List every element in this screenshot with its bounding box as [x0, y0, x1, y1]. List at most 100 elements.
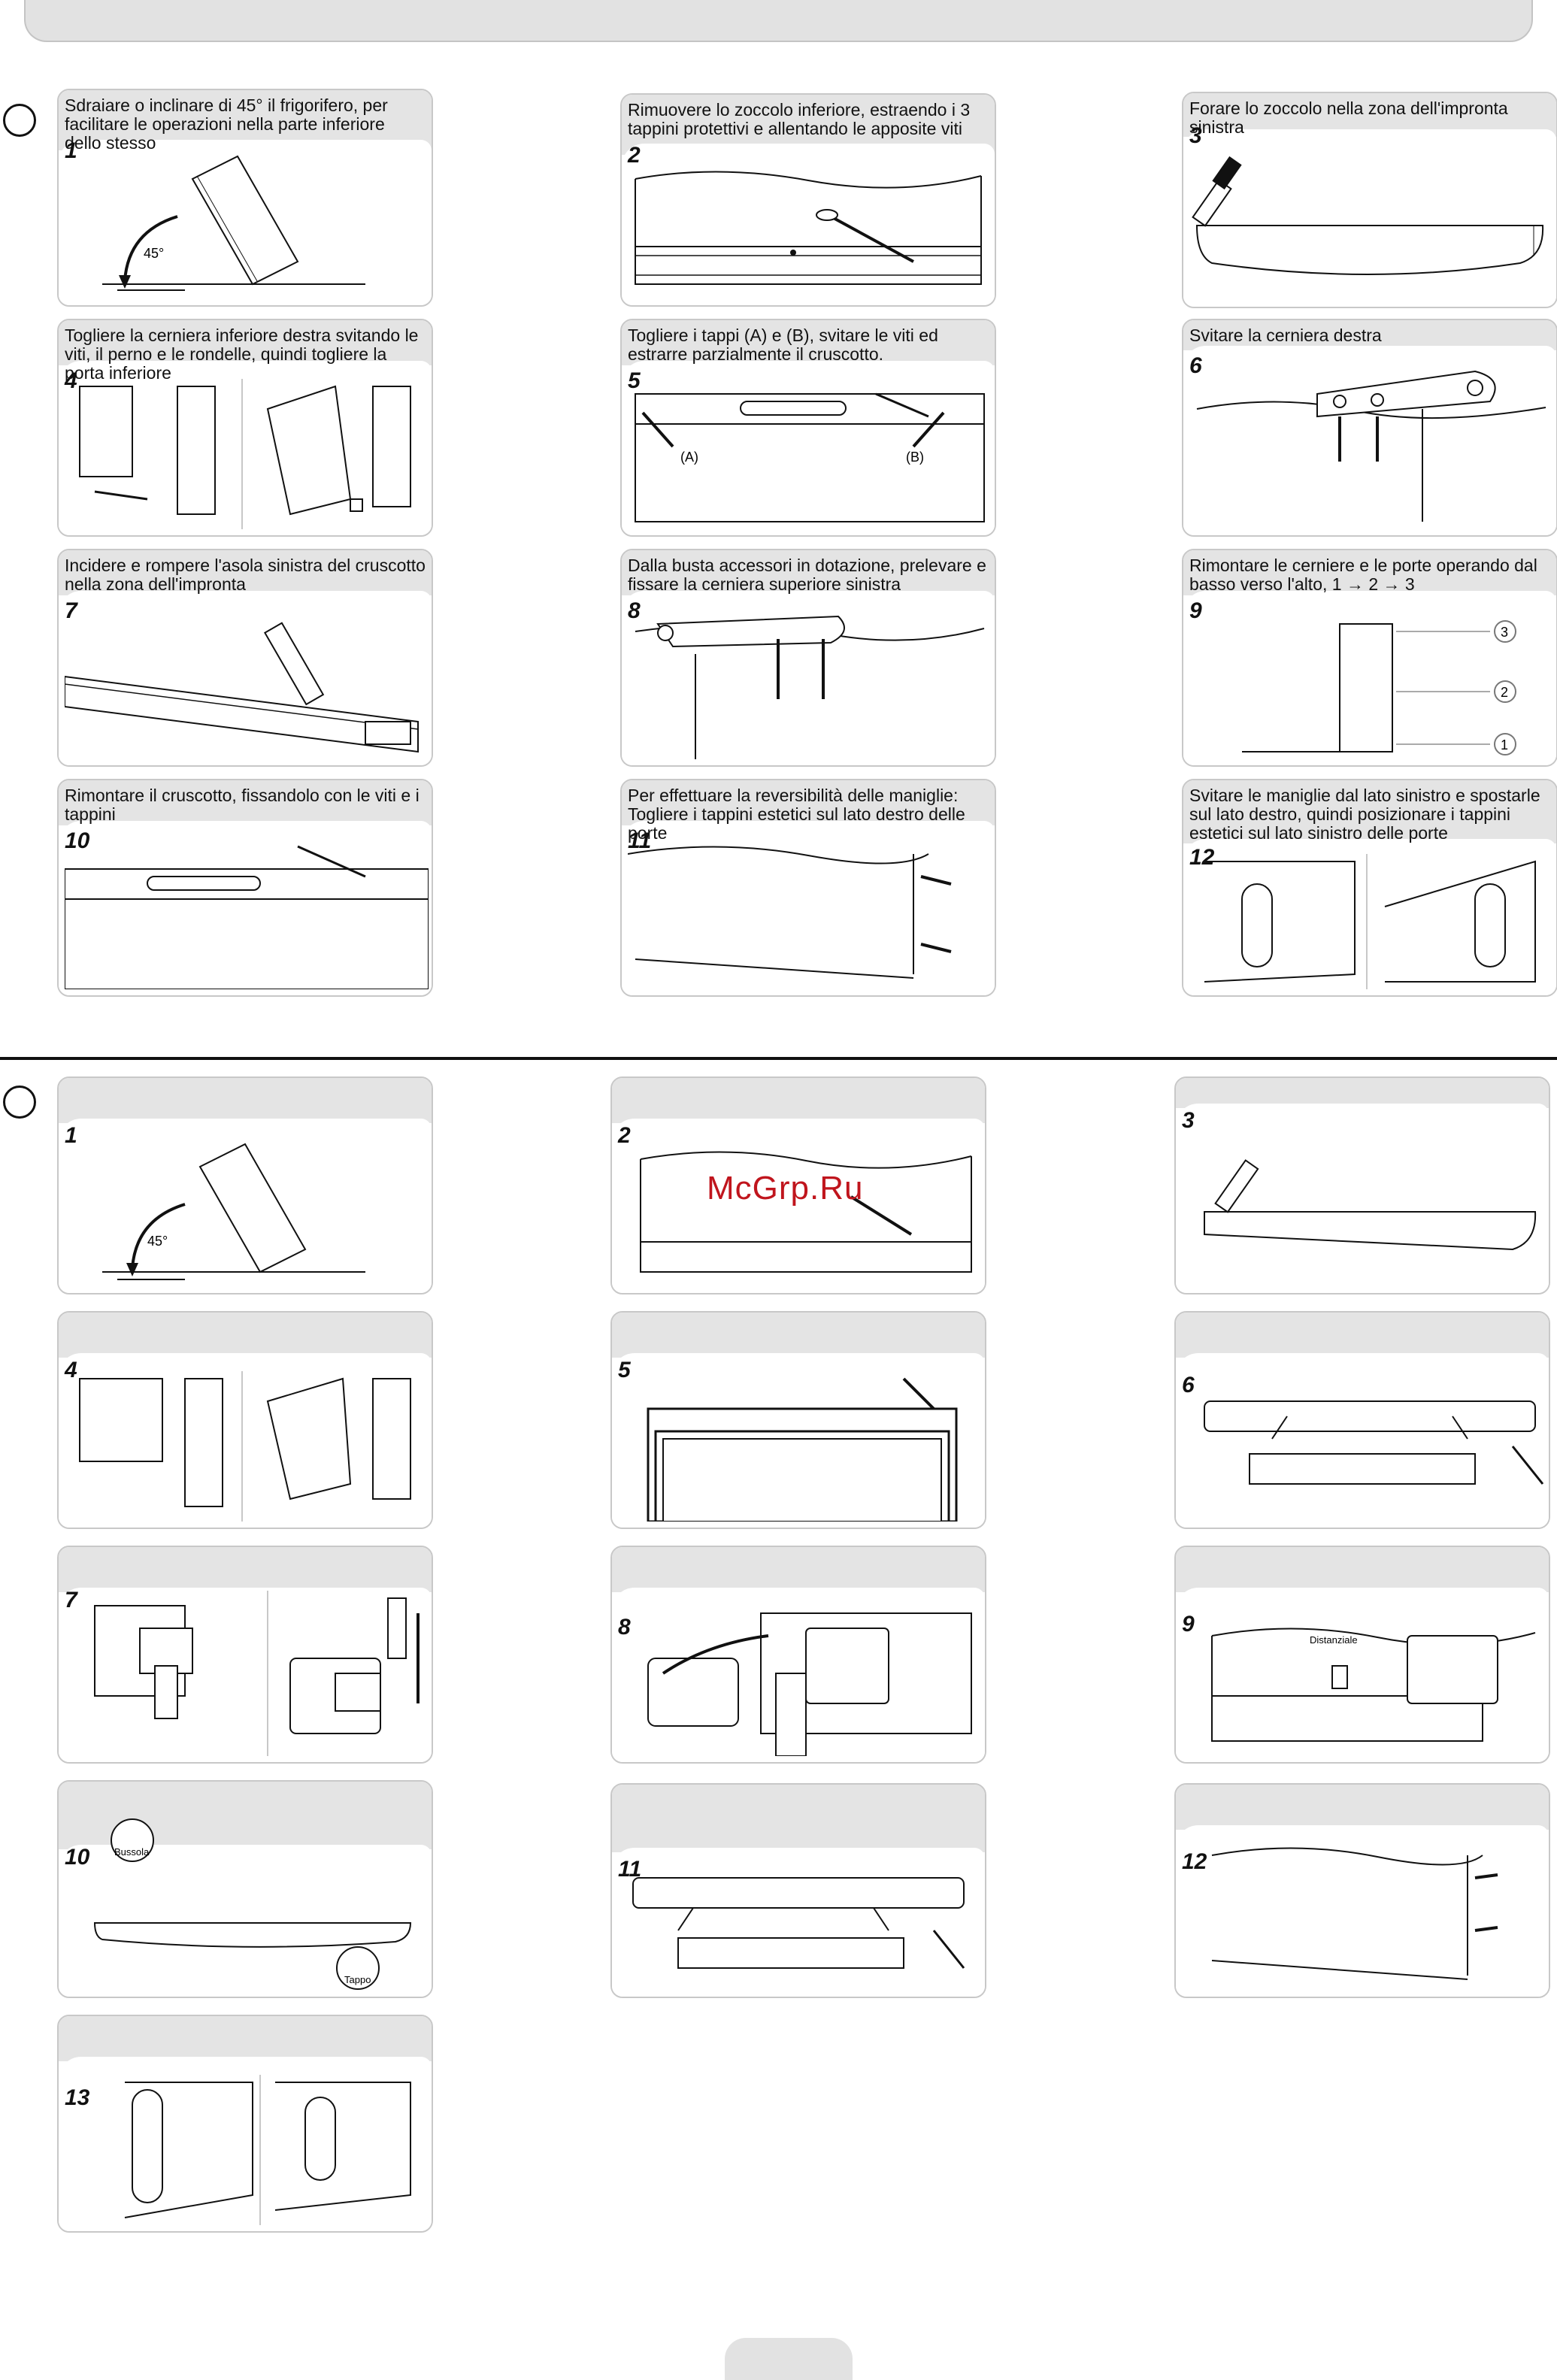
- step-number: 4: [65, 368, 77, 393]
- step-card: 4: [57, 1311, 433, 1529]
- step-card: Incidere e rompere l'asola sinistra del …: [57, 549, 433, 767]
- step-card: Rimontare le cerniere e le porte operand…: [1182, 549, 1557, 767]
- section-marker-top: [3, 104, 36, 137]
- marker-2: 2: [1501, 685, 1508, 700]
- illustration-remove-control-panel: (A) (B): [628, 379, 989, 529]
- step-number: 7: [65, 598, 77, 623]
- label-a: (A): [680, 450, 698, 465]
- angle-label: 45°: [147, 1234, 168, 1249]
- step-card: Togliere i tappi (A) e (B), svitare le v…: [620, 319, 996, 537]
- illustration-spacer: Distanziale: [1182, 1591, 1543, 1756]
- illustration-unscrew-right-hinge: [1189, 364, 1550, 529]
- step-number: 8: [628, 598, 641, 623]
- illustration-move-handles: [1189, 854, 1550, 989]
- illustration-tilt-fridge: 45°: [65, 1137, 426, 1287]
- step-number: 6: [1182, 1373, 1195, 1397]
- illustration-remove-plinth: [628, 156, 989, 299]
- illustration-door-caps: [1182, 1840, 1543, 1991]
- angle-label: 45°: [144, 246, 164, 261]
- section-divider: [0, 1057, 1557, 1060]
- step-number: 12: [1189, 845, 1215, 870]
- step-card: Svitare le maniglie dal lato sinistro e …: [1182, 779, 1557, 997]
- step-card: Per effettuare la reversibilità delle ma…: [620, 779, 996, 997]
- step-number: 3: [1189, 123, 1202, 148]
- illustration-move-hinge: [618, 1591, 979, 1756]
- step-number: 7: [65, 1588, 77, 1612]
- illustration-drill-plinth: [1182, 1129, 1543, 1287]
- step-number: 2: [628, 143, 641, 168]
- step-card: 11: [610, 1783, 986, 1998]
- step-caption: Rimontare le cerniere e le porte operand…: [1189, 556, 1537, 594]
- step-card: 10 Bussola Tappo: [57, 1780, 433, 1998]
- illustration-top-cover: [618, 1863, 979, 1991]
- step-number: 9: [1189, 598, 1202, 623]
- page-number-tab: [725, 2338, 853, 2380]
- step-card: Rimontare il cruscotto, fissandolo con l…: [57, 779, 433, 997]
- illustration-move-handles: [65, 2075, 426, 2225]
- step-number: 5: [618, 1358, 631, 1382]
- step-number: 12: [1182, 1849, 1207, 1874]
- step-caption: Dalla busta accessori in dotazione, prel…: [628, 556, 986, 594]
- step-card: 13: [57, 2015, 433, 2233]
- illustration-reassemble-doors: 3 2 1: [1189, 609, 1550, 759]
- step-caption: Per effettuare la reversibilità delle ma…: [628, 786, 965, 843]
- step-number: 1: [65, 1123, 77, 1148]
- step-caption: Rimuovere lo zoccolo inferiore, estraend…: [628, 100, 971, 138]
- step-number: 2: [618, 1123, 631, 1148]
- illustration-fix-upper-hinge: [628, 609, 989, 759]
- step-caption: Togliere la cerniera inferiore destra sv…: [65, 326, 419, 383]
- step-card: Togliere la cerniera inferiore destra sv…: [57, 319, 433, 537]
- illustration-door-gasket: [618, 1371, 979, 1522]
- illustration-refit-control-panel: [65, 839, 429, 989]
- step-card: 5: [610, 1311, 986, 1529]
- step-card: Rimuovere lo zoccolo inferiore, estraend…: [620, 93, 996, 307]
- step-caption: Svitare la cerniera destra: [1189, 326, 1382, 345]
- step-caption: Rimontare il cruscotto, fissandolo con l…: [65, 786, 420, 824]
- illustration-remove-lower-hinge: [65, 1371, 426, 1522]
- illustration-cut-slot: [65, 609, 426, 759]
- step-number: 3: [1182, 1108, 1195, 1133]
- marker-3: 3: [1501, 625, 1508, 640]
- cap-label: Tappo: [344, 1974, 371, 1985]
- step-card: 3: [1174, 1076, 1550, 1294]
- top-header-bar: [24, 0, 1533, 42]
- step-card: 12: [1174, 1783, 1550, 1998]
- step-card: Sdraiare o inclinare di 45° il frigorife…: [57, 89, 433, 307]
- step-number: 10: [65, 828, 90, 853]
- step-caption: Svitare le maniglie dal lato sinistro e …: [1189, 786, 1540, 843]
- step-number: 8: [618, 1615, 631, 1640]
- step-card: 2: [610, 1076, 986, 1294]
- step-caption: Incidere e rompere l'asola sinistra del …: [65, 556, 426, 594]
- step-number: 6: [1189, 353, 1202, 378]
- step-number: 1: [65, 138, 77, 163]
- illustration-remove-lower-hinge: [65, 379, 426, 529]
- marker-1: 1: [1501, 737, 1508, 752]
- step-number: 9: [1182, 1612, 1195, 1637]
- step-number: 13: [65, 2085, 90, 2110]
- step-card: 6: [1174, 1311, 1550, 1529]
- step-number: 5: [628, 368, 641, 393]
- step-card: Svitare la cerniera destra 6: [1182, 319, 1557, 537]
- step-number: 11: [628, 828, 652, 853]
- step-number: 4: [65, 1358, 77, 1382]
- watermark: McGrp.Ru: [707, 1170, 864, 1207]
- step-card: 8: [610, 1546, 986, 1764]
- step-number: 10: [65, 1845, 90, 1870]
- illustration-bushing-cap: Bussola Tappo: [65, 1810, 426, 1991]
- bushing-label: Bussola: [114, 1846, 150, 1858]
- illustration-hinge-plate: [65, 1591, 426, 1756]
- illustration-remove-plinth: [618, 1137, 979, 1287]
- step-caption: Togliere i tappi (A) e (B), svitare le v…: [628, 326, 938, 364]
- step-card: Dalla busta accessori in dotazione, prel…: [620, 549, 996, 767]
- step-card: Forare lo zoccolo nella zona dell'impron…: [1182, 92, 1557, 308]
- spacer-label: Distanziale: [1310, 1634, 1358, 1646]
- illustration-remove-caps-right: [628, 839, 989, 989]
- step-caption: Sdraiare o inclinare di 45° il frigorife…: [65, 95, 388, 153]
- step-caption: Forare lo zoccolo nella zona dell'impron…: [1189, 98, 1508, 137]
- step-card: 9 Distanziale: [1174, 1546, 1550, 1764]
- section-marker-bottom: [3, 1086, 36, 1119]
- label-b: (B): [906, 450, 924, 465]
- step-card: 1 45°: [57, 1076, 433, 1294]
- illustration-top-cover: [1182, 1371, 1544, 1522]
- step-card: 7: [57, 1546, 433, 1764]
